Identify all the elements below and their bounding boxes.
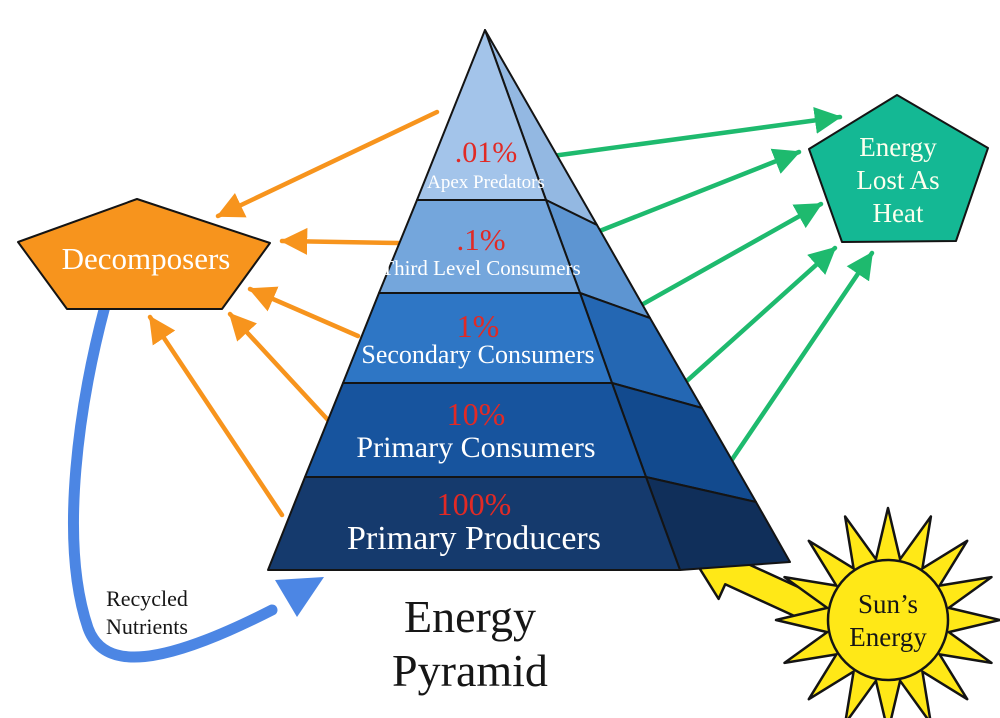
- level-percent-primary-consumers: 10%: [447, 396, 506, 432]
- pyramid-level-primary-producers: [267, 476, 681, 571]
- level-percent-primary-producers: 100%: [437, 486, 512, 522]
- pyramid-front-faces: [267, 29, 681, 571]
- level-percent-apex: .01%: [455, 136, 518, 169]
- decomposer-arrow-third-level: [279, 227, 401, 255]
- decomposer-arrow-apex: [215, 109, 440, 219]
- recycled-label-line1: Recycled: [106, 586, 188, 611]
- sun-label-line2: Energy: [849, 622, 927, 652]
- decomposer-arrow-primary-consumers: [227, 311, 331, 423]
- level-percent-secondary: 1%: [457, 308, 500, 344]
- recycled-nutrients-arrow: [68, 300, 324, 663]
- level-name-secondary: Secondary Consumers: [361, 340, 594, 369]
- heat-arrow-primary-consumers: [657, 245, 838, 408]
- decomposer-arrow-primary-producers: [147, 314, 285, 518]
- level-percent-third: .1%: [456, 222, 505, 257]
- recycled-arrow-curve: [68, 300, 278, 663]
- decomposer-arrow-secondary: [247, 286, 361, 339]
- pyramid-labels: .01% Apex Predators .1% Third Level Cons…: [347, 136, 601, 557]
- title-line1: Energy: [404, 591, 536, 642]
- heat-arrow-secondary: [617, 201, 824, 320]
- sun-label-line1: Sun’s: [858, 589, 918, 619]
- arrows-to-heat: [542, 107, 875, 501]
- energy-lost-as-heat-node: Energy Lost As Heat: [808, 94, 989, 243]
- heat-label-line1: Energy: [859, 132, 937, 162]
- sun-node: Sun’s Energy: [774, 506, 1000, 718]
- level-name-third: Third Level Consumers: [381, 256, 580, 280]
- decomposers-node: Decomposers: [17, 198, 271, 310]
- level-name-primary-producers: Primary Producers: [347, 520, 601, 557]
- heat-label-line3: Heat: [873, 198, 924, 228]
- arrows-to-decomposers: [147, 109, 440, 518]
- level-name-primary-consumers: Primary Consumers: [356, 431, 595, 464]
- recycled-nutrients-caption: Recycled Nutrients: [106, 586, 188, 639]
- title-line2: Pyramid: [392, 645, 548, 696]
- sun-circle-icon: [826, 558, 950, 682]
- diagram-title: Energy Pyramid: [392, 591, 548, 696]
- decomposers-label: Decomposers: [62, 241, 231, 276]
- heat-label-line2: Lost As: [856, 165, 939, 195]
- heat-arrow-apex: [542, 107, 843, 160]
- level-name-apex: Apex Predators: [427, 172, 545, 193]
- decomposers-pentagon: [17, 198, 271, 310]
- heat-arrow-primary-producers: [703, 250, 875, 501]
- recycled-arrowhead-icon: [275, 577, 324, 617]
- heat-arrow-third-level: [579, 148, 802, 241]
- heat-pentagon: [808, 94, 989, 243]
- recycled-label-line2: Nutrients: [106, 614, 188, 639]
